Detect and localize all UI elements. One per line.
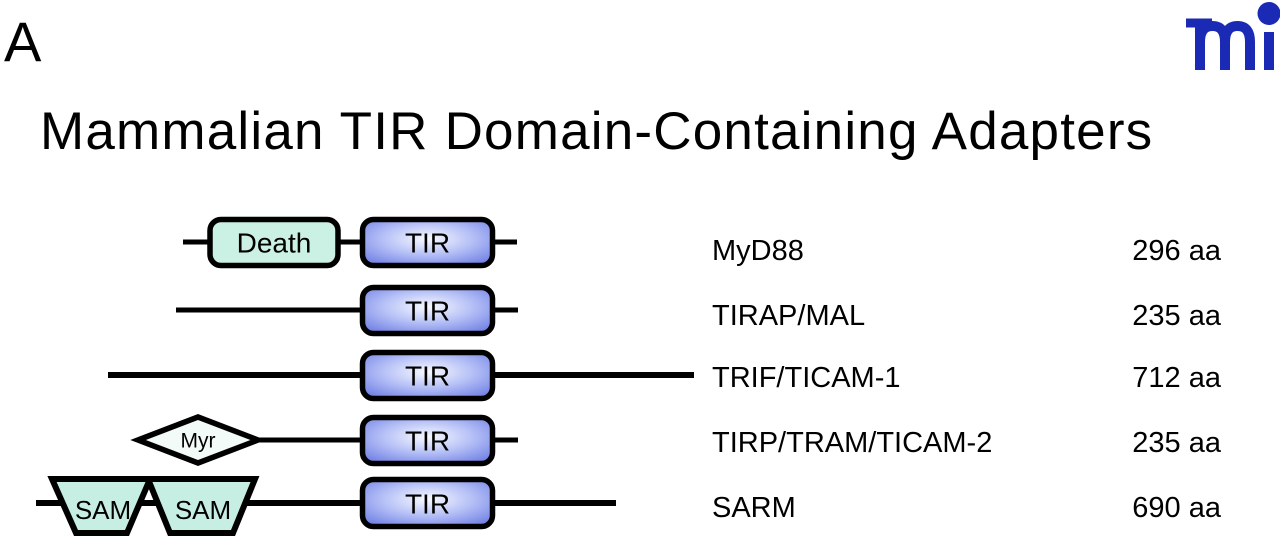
- panel-label: A: [4, 10, 42, 73]
- protein-name-tirap-mal: TIRAP/MAL: [712, 300, 866, 332]
- protein-name-tirp-tram-ticam2: TIRP/TRAM/TICAM-2: [712, 427, 993, 459]
- tir-domain-box: [359, 414, 496, 467]
- protein-diagram-trif-ticam1: TIR: [108, 349, 694, 402]
- tir-domain-box: [359, 284, 496, 337]
- protein-length-sarm: 690 aa: [1132, 492, 1221, 524]
- sam-domain-label: SAM: [75, 495, 131, 525]
- i-dot-icon: [1257, 2, 1280, 25]
- protein-length-myd88: 296 aa: [1132, 235, 1221, 267]
- sam-domain-trapezoid: [143, 476, 260, 536]
- tir-domain-box: [359, 476, 496, 530]
- death-domain-box: [207, 216, 341, 269]
- figure-title: Mammalian TIR Domain-Containing Adapters: [40, 102, 1154, 161]
- protein-diagram-tirp-tram-ticam2: Myr TIR: [130, 414, 518, 467]
- protein-name-sarm: SARM: [712, 492, 796, 524]
- mi-logo-glyph: [1186, 2, 1280, 70]
- protein-name-trif-ticam1: TRIF/TICAM-1: [712, 362, 901, 394]
- death-domain-label: Death: [237, 228, 312, 259]
- protein-length-tirp-tram-ticam2: 235 aa: [1132, 427, 1221, 459]
- sam-domain-trapezoid: [47, 476, 155, 536]
- protein-diagram-myd88: Death TIR: [183, 216, 517, 269]
- tir-domain-label: TIR: [405, 228, 450, 259]
- protein-name-myd88: MyD88: [712, 235, 804, 267]
- tir-domain-box: [359, 216, 496, 269]
- protein-length-tirap-mal: 235 aa: [1132, 300, 1221, 332]
- sam-domain-label: SAM: [175, 495, 231, 525]
- protein-diagram-sarm: SAM SAM TIR: [36, 476, 616, 536]
- mi-logo: [1186, 2, 1280, 70]
- myr-anchor-diamond: [130, 414, 266, 466]
- protein-diagram-tirap-mal: TIR: [176, 284, 518, 337]
- tir-domain-label: TIR: [405, 361, 450, 392]
- tir-domain-label: TIR: [405, 296, 450, 327]
- protein-length-trif-ticam1: 712 aa: [1132, 362, 1221, 394]
- myr-label: Myr: [181, 430, 216, 453]
- tir-domain-label: TIR: [405, 426, 450, 457]
- tir-domain-box: [359, 349, 496, 402]
- tir-domain-label: TIR: [405, 489, 450, 520]
